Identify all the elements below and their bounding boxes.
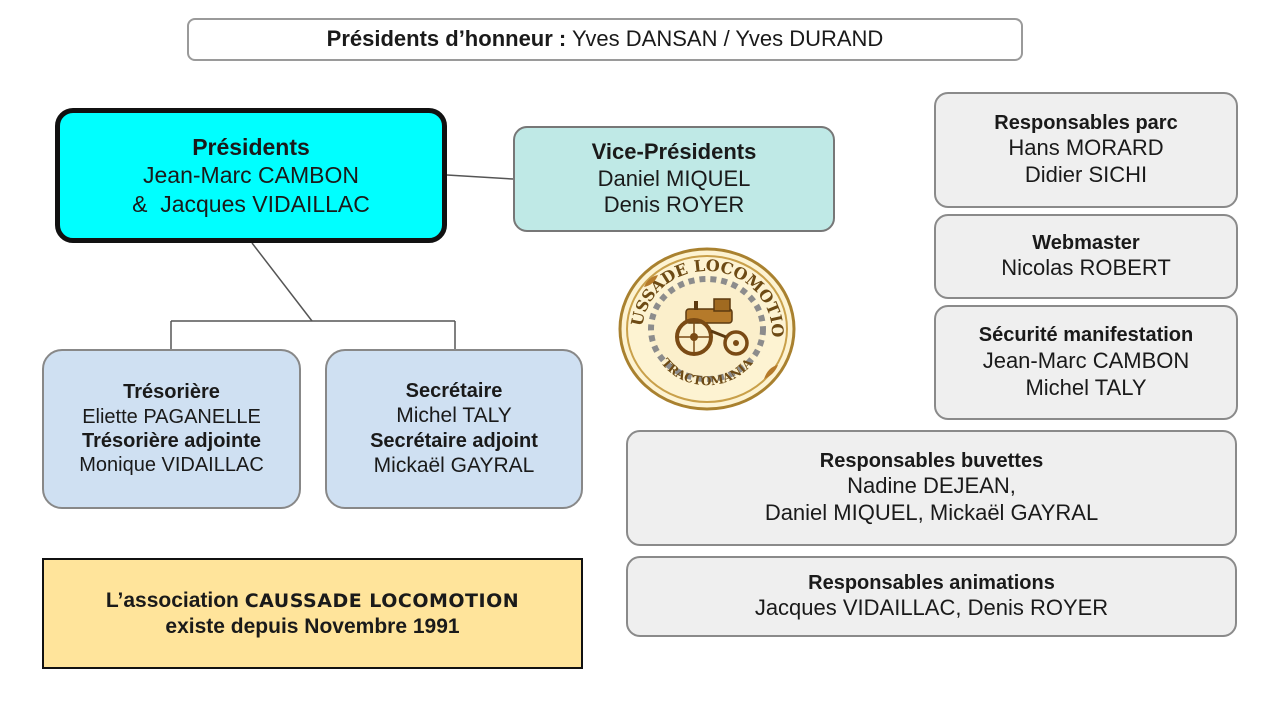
vice-presidents-name-2: Denis ROYER xyxy=(603,192,745,218)
park-managers-box: Responsables parc Hans MORARD Didier SIC… xyxy=(934,92,1238,208)
webmaster-box: Webmaster Nicolas ROBERT xyxy=(934,214,1238,299)
bar-managers-line-1: Nadine DEJEAN, xyxy=(847,473,1016,499)
secretary-name: Michel TALY xyxy=(396,404,512,428)
honorary-presidents-box: Présidents d’honneur : Yves DANSAN / Yve… xyxy=(187,18,1023,61)
animation-managers-box: Responsables animations Jacques VIDAILLA… xyxy=(626,556,1237,637)
event-security-name-1: Jean-Marc CAMBON xyxy=(982,347,1190,373)
bar-managers-box: Responsables buvettes Nadine DEJEAN, Dan… xyxy=(626,430,1237,546)
vice-presidents-box: Vice-Présidents Daniel MIQUEL Denis ROYE… xyxy=(513,126,835,232)
vice-presidents-name-1: Daniel MIQUEL xyxy=(597,165,751,191)
webmaster-title: Webmaster xyxy=(1032,231,1140,254)
deputy-treasurer-name: Monique VIDAILLAC xyxy=(79,454,264,477)
deputy-secretary-name: Mickaël GAYRAL xyxy=(373,454,535,478)
connector-presidents-down xyxy=(251,242,313,322)
association-brand-name: CAUSSADE LOCOMOTION xyxy=(244,589,520,612)
bar-managers-line-2: Daniel MIQUEL, Mickaël GAYRAL xyxy=(764,500,1099,526)
association-founded: existe depuis Novembre 1991 xyxy=(165,614,460,638)
animation-managers-names: Jacques VIDAILLAC, Denis ROYER xyxy=(754,595,1109,621)
event-security-name-2: Michel TALY xyxy=(1025,374,1147,400)
association-prefix: L’association xyxy=(105,588,245,612)
connector-presidents-vp xyxy=(446,174,514,180)
treasurer-name: Eliette PAGANELLE xyxy=(82,405,261,428)
event-security-title: Sécurité manifestation xyxy=(978,324,1194,347)
honorary-names: Yves DANSAN / Yves DURAND xyxy=(566,26,884,52)
honorary-label: Présidents d’honneur : xyxy=(326,26,567,52)
tractor-icon xyxy=(675,298,749,356)
logo-leaf-icon xyxy=(764,365,778,379)
secretary-box: Secrétaire Michel TALY Secrétaire adjoin… xyxy=(325,349,583,509)
caussade-locomotion-logo: CAUSSADE LOCOMOTION TRACTOMANIA xyxy=(616,243,796,411)
park-managers-name-2: Didier SICHI xyxy=(1024,162,1148,188)
presidents-name-2: & Jacques VIDAILLAC xyxy=(132,190,370,217)
bar-managers-title: Responsables buvettes xyxy=(819,449,1044,472)
deputy-secretary-title: Secrétaire adjoint xyxy=(370,430,538,452)
secretary-title: Secrétaire xyxy=(405,380,503,402)
event-security-box: Sécurité manifestation Jean-Marc CAMBON … xyxy=(934,305,1238,420)
treasurer-title: Trésorière xyxy=(123,381,220,404)
park-managers-title: Responsables parc xyxy=(994,111,1178,134)
deputy-treasurer-title: Trésorière adjointe xyxy=(82,430,261,452)
webmaster-name: Nicolas ROBERT xyxy=(1001,255,1171,281)
presidents-box: Présidents Jean-Marc CAMBON & Jacques VI… xyxy=(55,108,447,243)
association-info-box: L’association CAUSSADE LOCOMOTION existe… xyxy=(42,558,583,669)
park-managers-name-1: Hans MORARD xyxy=(1008,135,1164,161)
logo-leaf-icon-2 xyxy=(644,275,658,287)
vice-presidents-title: Vice-Présidents xyxy=(591,138,757,164)
treasurer-box: Trésorière Eliette PAGANELLE Trésorière … xyxy=(42,349,301,509)
presidents-name-1: Jean-Marc CAMBON xyxy=(143,162,359,189)
presidents-title: Présidents xyxy=(192,134,310,161)
association-line-1: L’association CAUSSADE LOCOMOTION xyxy=(106,588,519,614)
animation-managers-title: Responsables animations xyxy=(808,571,1055,594)
